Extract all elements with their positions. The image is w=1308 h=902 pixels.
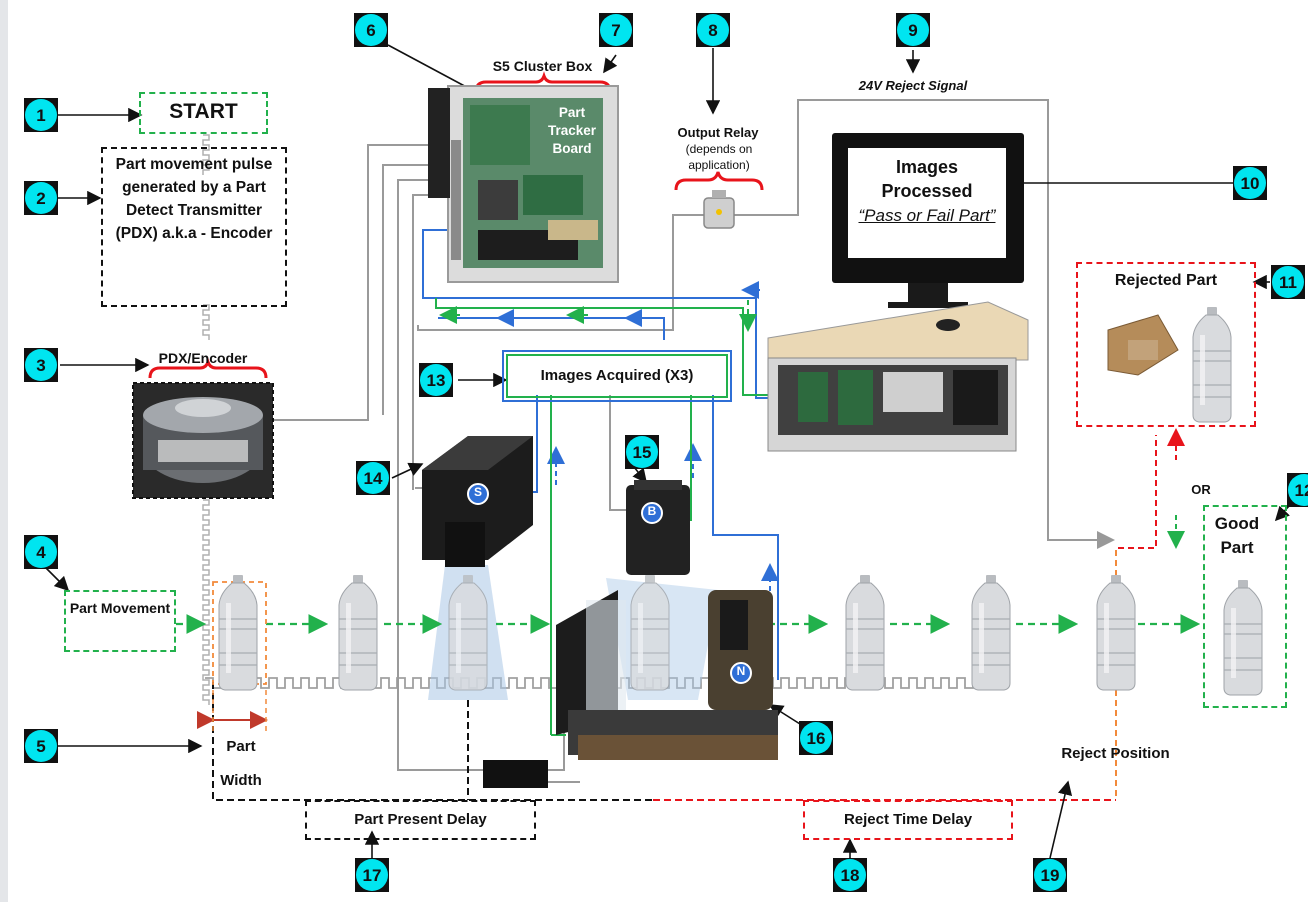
callout-badge-16: 16 [799, 721, 833, 755]
callout-badge-18: 18 [833, 858, 867, 892]
part-width-label: Part Width [220, 738, 262, 789]
water-bottle-icon [845, 574, 885, 691]
water-bottle-icon [218, 574, 258, 691]
callout-number: 19 [1041, 866, 1060, 885]
controller-cabinet [767, 301, 1029, 452]
reject-time-delay-box [803, 800, 1013, 840]
callout-number: 15 [633, 443, 652, 462]
s5-brace [474, 71, 612, 93]
pulse-box [101, 147, 287, 307]
callout-badge-13: 13 [419, 363, 453, 397]
callout-number: 10 [1241, 174, 1260, 193]
callout-number: 16 [807, 729, 826, 748]
callout-badge-19: 19 [1033, 858, 1067, 892]
output-relay-label: Output Relay [677, 125, 759, 140]
callout-number: 13 [427, 371, 446, 390]
callout-badge-8: 8 [696, 13, 730, 47]
camera-s-icon [422, 436, 533, 567]
callout-badge-7: 7 [599, 13, 633, 47]
water-bottle-icon [448, 574, 488, 691]
callout-number: 18 [841, 866, 860, 885]
water-bottle-icon [630, 574, 670, 691]
callout-badge-17: 17 [355, 858, 389, 892]
callout-number: 8 [708, 21, 717, 40]
callout-number: 14 [364, 469, 383, 488]
rejected-part-image [1107, 314, 1179, 376]
camera-s-letter: S [473, 485, 482, 499]
diagram-canvas: 12345678910111213141516171819 [24, 13, 1308, 892]
good-part-box [1203, 505, 1287, 708]
water-bottle-icon [971, 574, 1011, 691]
s5-cluster-box-photo [428, 85, 619, 283]
good-part-label: Good Part [1214, 514, 1260, 557]
pass-or-fail-label: “Pass or Fail Part” [858, 206, 996, 225]
callout-badge-1: 1 [24, 98, 58, 132]
pdx-brace [148, 357, 268, 379]
reject-position-label: Reject Position [1061, 745, 1170, 762]
camera-b-icon [626, 480, 690, 575]
rejected-part-box [1076, 262, 1256, 427]
callout-number: 12 [1295, 481, 1308, 500]
camera-b-letter: B [647, 504, 657, 518]
callout-badge-5: 5 [24, 729, 58, 763]
reject-time-delay-label: Reject Time Delay [843, 811, 973, 828]
callout-number: 9 [908, 21, 917, 40]
callout-badge-4: 4 [24, 535, 58, 569]
callout-number: 2 [36, 189, 45, 208]
callout-badge-11: 11 [1271, 265, 1305, 299]
part-present-delay-box [305, 800, 536, 840]
camera-n-letter: N [736, 664, 746, 678]
water-bottle-icon [338, 574, 378, 691]
callout-badge-3: 3 [24, 348, 58, 382]
callout-badge-9: 9 [896, 13, 930, 47]
water-bottle-icon [1096, 574, 1136, 691]
callout-arrows [43, 44, 1291, 859]
callout-badge-15: 15 [625, 435, 659, 469]
callout-number: 3 [36, 356, 45, 375]
callout-number: 4 [36, 543, 46, 562]
reject-signal-label: 24V Reject Signal [858, 78, 968, 93]
monitor-icon [832, 133, 1024, 308]
callout-number: 6 [366, 21, 375, 40]
encoder-pulse-line [202, 134, 210, 705]
reject-path-line [1118, 435, 1157, 549]
relay-icon [703, 190, 735, 229]
rejected-part-label: Rejected Part [1114, 272, 1218, 289]
camera-n-rig [483, 590, 778, 788]
callout-number: 11 [1279, 273, 1297, 292]
callout-badge-6: 6 [354, 13, 388, 47]
blue-arrows [496, 281, 779, 600]
green-arrows [439, 300, 757, 332]
images-acquired-box [502, 350, 732, 402]
images-processed-label: Images Processed [881, 157, 973, 201]
or-label: OR [1191, 482, 1211, 497]
part-movement-box [64, 590, 176, 652]
pdx-encoder-label: PDX/Encoder [158, 350, 248, 366]
callout-badges: 12345678910111213141516171819 [24, 13, 1308, 892]
callout-number: 17 [363, 866, 382, 885]
encoder-photo [132, 382, 274, 499]
start-label: START [169, 100, 238, 123]
callout-badge-2: 2 [24, 181, 58, 215]
part-present-delay-label: Part Present Delay [354, 811, 487, 828]
callout-number: 5 [36, 737, 45, 756]
part-tracker-board-label: Part Tracker Board [547, 105, 597, 156]
callout-badge-14: 14 [356, 461, 390, 495]
start-box [139, 92, 268, 134]
callout-number: 7 [611, 21, 620, 40]
depends-on-application-label: (depends on application) [685, 142, 753, 172]
images-acquired-label: Images Acquired (X3) [540, 367, 694, 384]
relay-brace [674, 171, 764, 191]
callout-number: 1 [36, 106, 45, 125]
callout-badge-10: 10 [1233, 166, 1267, 200]
part-movement-label: Part Movement [69, 600, 171, 616]
callout-badge-12: 12 [1287, 473, 1308, 507]
pulse-label: Part movement pulse generated by a Part … [115, 156, 273, 242]
s5-cluster-box-label: S5 Cluster Box [492, 58, 593, 74]
